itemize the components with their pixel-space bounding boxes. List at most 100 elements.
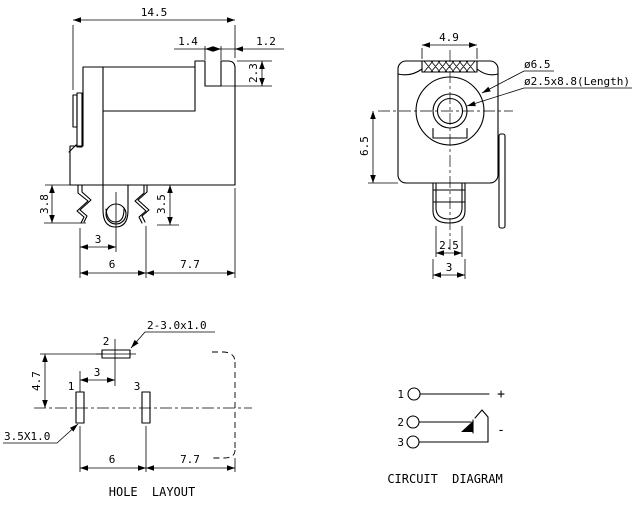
dim-notch-width-text: 1.4 — [178, 35, 198, 48]
dim-arrows — [205, 46, 221, 52]
leader-line — [130, 331, 215, 349]
hole1-label: 1 — [68, 380, 75, 393]
leader-slot2-spec: 2-3.0x1.0 — [130, 319, 215, 349]
dim-leg3-length-text: 3.5 — [155, 194, 168, 214]
dim-pin-base-width: 3 — [432, 259, 466, 279]
hole-layout: 2 1 3 2-3.0x1.0 3.5X1.0 4.7 3 — [3, 319, 252, 499]
dim-arrows — [370, 111, 376, 183]
front-body-outline — [397, 60, 499, 184]
shield-hatch-outline — [421, 60, 478, 73]
leader-barrel-dia: ø6.5 — [481, 58, 554, 94]
circuit-pin2-label: 2 — [397, 416, 404, 429]
dim-hole-pitch-b-c: 6 7.7 — [79, 426, 235, 472]
side-spring-contact-bracket — [76, 92, 83, 148]
dim-shield-width-text: 4.9 — [439, 31, 459, 44]
leader-pin-spec: ø2.5x8.8(Length) — [466, 75, 632, 107]
dim-leg-pitch-a-text: 3 — [95, 233, 102, 246]
leader-line — [466, 87, 632, 107]
circuit-pin3-label: 3 — [397, 436, 404, 449]
dim-hole-pitch-a-text: 3 — [94, 366, 101, 379]
dim-leg1-length: 3.8 — [38, 184, 86, 224]
dim-shield-width: 4.9 — [421, 31, 478, 59]
circuit-pin1-terminal — [407, 387, 421, 401]
dim-leg-pitch-b-and-depth: 6 7.7 — [80, 188, 236, 278]
leader-arrow — [467, 101, 476, 107]
dim-notch-depth: 2.3 — [221, 60, 272, 87]
circuit-pin1-label: 1 — [397, 388, 404, 401]
dim-arrows — [80, 244, 116, 250]
hole2-centerlines — [96, 339, 136, 386]
dim-line — [368, 111, 398, 184]
side-contact-foot — [68, 144, 77, 153]
dim-body-depth-text: 7.7 — [180, 258, 200, 271]
hole-layout-title: HOLE LAYOUT — [109, 485, 195, 499]
dim-hole-pitch-c-text: 7.7 — [180, 453, 200, 466]
dim-row-offset: 4.7 — [30, 353, 102, 408]
dim-arrows — [49, 185, 55, 223]
dim-line — [40, 353, 102, 408]
front-center-pin-leg — [432, 182, 466, 224]
dim-row-offset-text: 4.7 — [30, 371, 43, 391]
dim-pin-base-width-text: 3 — [446, 261, 453, 274]
dim-edge-offset-text: 1.2 — [256, 35, 276, 48]
circuit-diagram-title: CIRCUIT DIAGRAM — [387, 472, 502, 486]
slot1-spec-text: 3.5X1.0 — [4, 430, 50, 443]
dim-notch-width: 1.4 — [174, 35, 222, 60]
side-leg1-spring — [76, 184, 92, 224]
side-center-pin — [102, 184, 129, 228]
board-edge-dashed — [212, 351, 236, 459]
hole3-slot — [141, 391, 151, 424]
dim-line — [72, 19, 236, 90]
dim-arrows — [259, 61, 265, 86]
dim-leg1-length-text: 3.8 — [38, 194, 51, 214]
dim-total-width: 14.5 — [72, 6, 236, 90]
dim-line — [79, 426, 235, 472]
dim-arrows — [235, 46, 243, 52]
dim-arrows — [433, 272, 465, 278]
dim-pin-tip-width-text: 2.5 — [439, 239, 459, 252]
dim-leg-pitch-a: 3 — [79, 192, 117, 278]
slot2-spec-text: 2-3.0x1.0 — [147, 319, 207, 332]
circuit-switch-leaf — [472, 409, 489, 443]
dim-arrows — [167, 185, 173, 225]
dim-center-height-text: 6.5 — [358, 136, 371, 156]
leader-line — [481, 70, 554, 94]
leader-arrow — [131, 339, 139, 348]
circuit-plus-label: + — [497, 387, 505, 402]
dim-arrows — [80, 377, 115, 383]
dim-total-width-text: 14.5 — [141, 6, 168, 19]
dim-line — [80, 188, 236, 278]
barrel-dia-text: ø6.5 — [524, 58, 551, 71]
dim-pin-tip-width: 2.5 — [435, 226, 463, 257]
front-side-terminal — [498, 133, 506, 229]
leader-slot1-spec: 3.5X1.0 — [3, 423, 79, 444]
dim-hole-pitch-b-text: 6 — [109, 453, 116, 466]
pin-spec-text: ø2.5x8.8(Length) — [524, 75, 630, 88]
side-leg3-spring — [134, 184, 150, 224]
dim-hole-pitch-a: 3 — [79, 366, 115, 392]
hole1-slot — [75, 391, 85, 424]
hole2-label: 2 — [103, 335, 110, 348]
leader-arrow — [482, 86, 491, 93]
side-spring-contact-plate — [72, 94, 78, 128]
leader-arrow — [70, 424, 78, 432]
circuit-diagram: 1 2 3 + - CIRCUIT DIAGRAM — [387, 387, 505, 486]
dim-center-height: 6.5 — [358, 111, 398, 184]
front-view: 4.9 6.5 ø6.5 ø2.5x8.8(Length) 2.5 — [358, 31, 632, 279]
circuit-pin2-terminal — [406, 415, 420, 429]
circuit-minus-label: - — [497, 423, 505, 438]
dim-leg3-length: 3.5 — [155, 185, 179, 226]
dim-arrows — [436, 250, 462, 256]
leader-line — [3, 423, 79, 444]
side-body-outline — [69, 60, 236, 186]
dim-notch-depth-text: 2.3 — [247, 63, 260, 83]
dim-line — [421, 44, 478, 59]
circuit-contact-triangle — [461, 421, 473, 432]
side-view: 14.5 1.4 1.2 2.3 3.8 3.5 — [38, 6, 284, 278]
shield-hatch-lines — [423, 60, 476, 73]
hole3-label: 3 — [134, 380, 141, 393]
circuit-pin3-terminal — [406, 435, 420, 449]
dim-edge-offset: 1.2 — [221, 35, 284, 52]
